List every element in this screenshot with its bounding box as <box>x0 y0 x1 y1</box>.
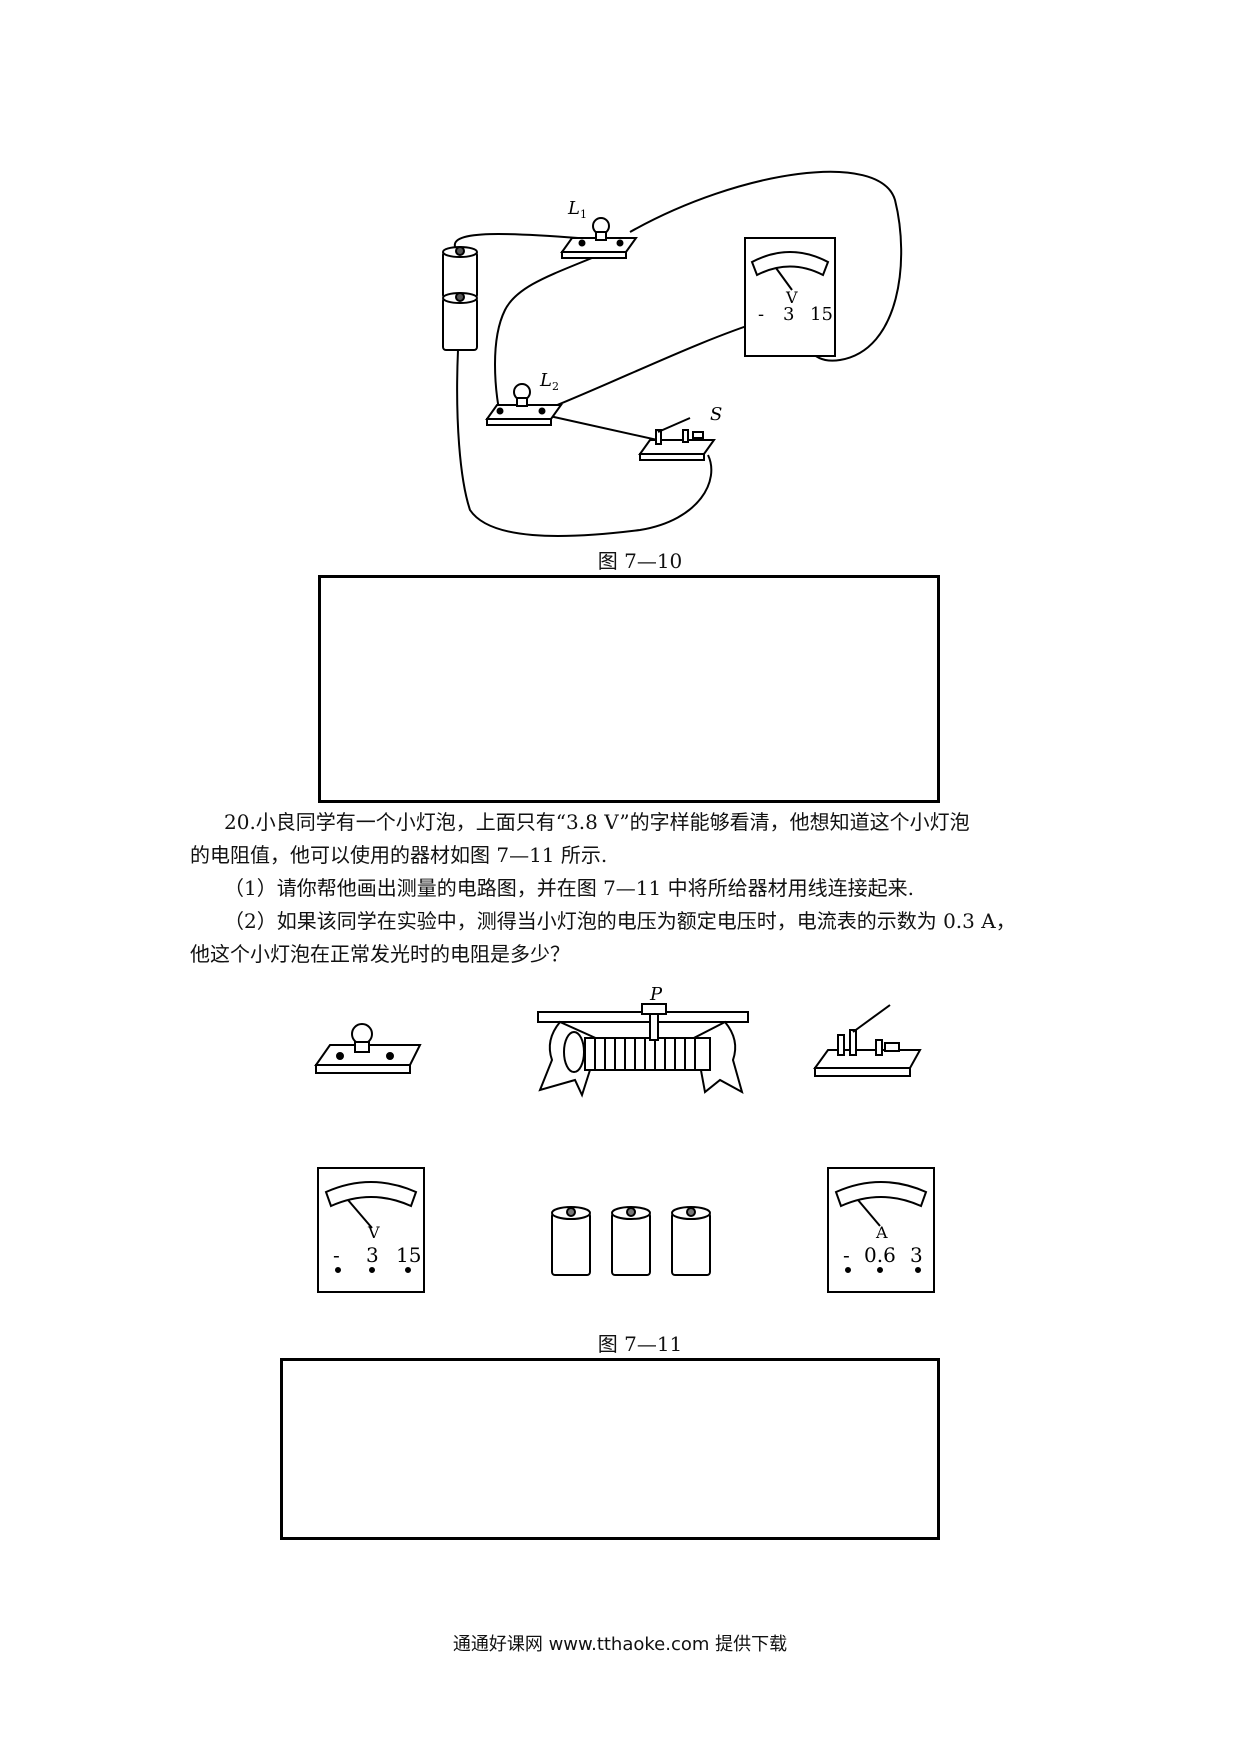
voltmeter-15: 15 <box>810 304 833 325</box>
question-line-5: 他这个小灯泡在正常发光时的电阻是多少？ <box>190 942 570 966</box>
batteries-three <box>551 1206 711 1276</box>
voltmeter-apparatus-minus: - <box>333 1243 340 1267</box>
ammeter-apparatus <box>827 1167 935 1293</box>
battery-pair <box>442 246 478 351</box>
label-l2-sub: 2 <box>552 380 559 393</box>
label-l1: L <box>567 198 580 219</box>
answer-box-2[interactable] <box>280 1358 940 1540</box>
voltmeter-minus: - <box>758 304 764 325</box>
question-line-1: 20.小良同学有一个小灯泡，上面只有“3.8 V”的字样能够看清，他想知道这个小… <box>224 810 970 834</box>
voltmeter-apparatus-3: 3 <box>366 1243 379 1267</box>
wire <box>454 232 579 253</box>
bulb-apparatus <box>314 1023 422 1074</box>
bulb-l2 <box>485 383 563 426</box>
voltmeter-3: 3 <box>783 304 794 325</box>
voltmeter-apparatus-15: 15 <box>396 1243 421 1267</box>
page-footer: 通通好课网 www.tthaoke.com 提供下载 <box>452 1634 788 1655</box>
bulb-l1 <box>560 217 638 259</box>
wire <box>456 349 713 537</box>
voltmeter-apparatus <box>317 1167 425 1293</box>
label-l1-sub: 1 <box>580 208 587 221</box>
voltmeter <box>744 237 836 357</box>
question-line-3: （1）请你帮他画出测量的电路图，并在图 7—11 中将所给器材用线连接起来. <box>224 876 914 900</box>
figure-caption-7-10: 图 7—10 <box>597 549 683 573</box>
answer-box-1[interactable] <box>318 575 940 803</box>
figure-caption-7-11: 图 7—11 <box>597 1332 683 1356</box>
question-line-4: （2）如果该同学在实验中，测得当小灯泡的电压为额定电压时，电流表的示数为 0.3… <box>224 909 1016 933</box>
ammeter-apparatus-unit: A <box>875 1223 888 1242</box>
circuit-figure-7-10: L 1 L 2 S V - 3 15 <box>442 170 903 537</box>
switch-s <box>638 417 716 461</box>
voltmeter-unit: V <box>785 288 798 307</box>
label-l2: L <box>539 370 552 391</box>
apparatus-figure-7-11: P V - 3 15 <box>314 984 935 1293</box>
ammeter-apparatus-minus: - <box>843 1243 850 1267</box>
rheostat <box>537 1003 749 1098</box>
wire <box>629 170 903 362</box>
wire <box>544 319 766 411</box>
ammeter-apparatus-0-6: 0.6 <box>864 1243 896 1267</box>
wire <box>494 239 634 416</box>
voltmeter-apparatus-unit: V <box>367 1223 380 1242</box>
rheostat-slider-label: P <box>649 984 663 1005</box>
switch-apparatus <box>813 1004 922 1077</box>
ammeter-apparatus-3: 3 <box>910 1243 923 1267</box>
label-switch: S <box>710 404 722 425</box>
question-line-2: 的电阻值，他可以使用的器材如图 7—11 所示. <box>190 843 608 867</box>
